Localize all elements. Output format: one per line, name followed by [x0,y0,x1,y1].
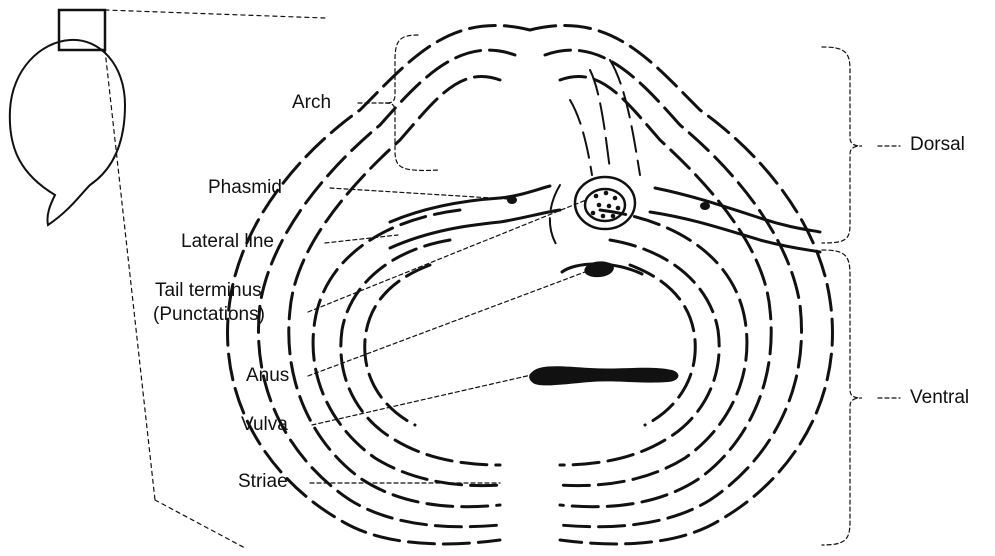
phasmid-left [507,196,517,204]
label-striae: Striae [238,471,288,493]
label-tail-terminus: Tail terminus [155,280,262,302]
braces [385,35,900,545]
vulva-slit [529,366,678,385]
label-arch: Arch [292,92,331,114]
leader-lines [308,103,586,483]
inset-selection-box [59,10,105,50]
lateral-lines [390,186,820,252]
zoom-projection-lines [105,10,325,548]
label-ventral: Ventral [910,387,969,409]
phasmid-right [700,202,710,210]
label-vulva: Vulva [241,414,288,436]
label-dorsal: Dorsal [910,134,965,156]
label-phasmid: Phasmid [208,177,282,199]
label-lateral-line: Lateral line [181,231,274,253]
punctations [591,191,621,219]
label-anus: Anus [246,365,289,387]
label-punctations: (Punctations) [153,304,265,326]
nematode-body-outline [10,40,125,225]
tail-terminus [575,177,635,229]
